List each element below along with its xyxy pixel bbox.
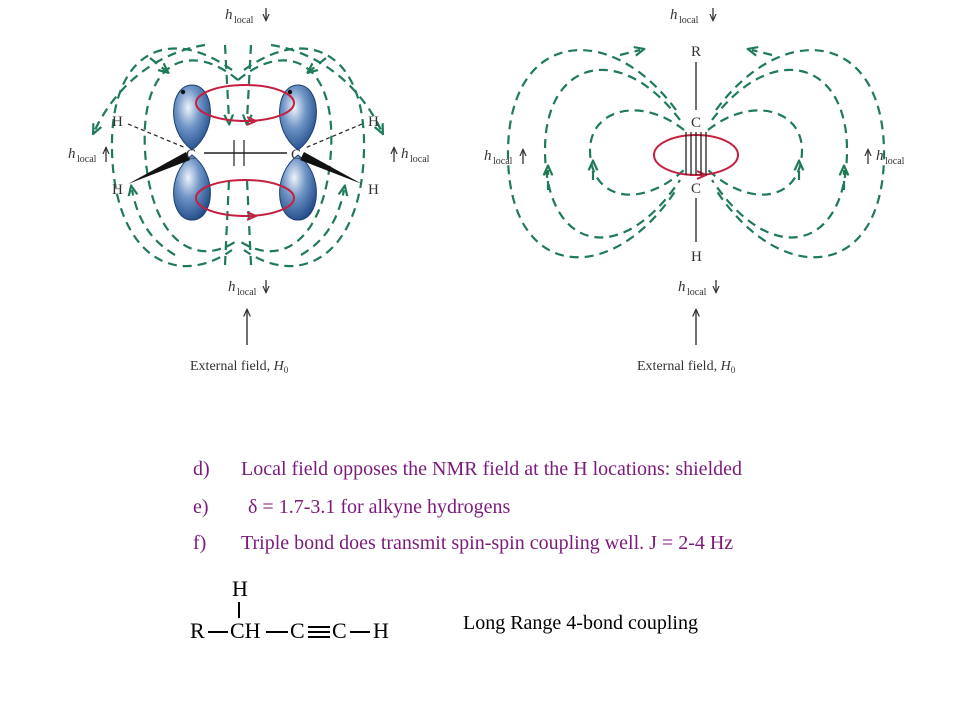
- alkyne-carbon-bottom: C: [691, 181, 701, 197]
- formula-c1: C: [290, 618, 305, 643]
- formula-ch: CH: [230, 618, 261, 643]
- formula-r: R: [190, 618, 205, 643]
- alkyne-h-local-left: h local: [484, 148, 523, 167]
- long-range-coupling-label: Long Range 4-bond coupling: [463, 612, 698, 634]
- alkene-h-top-left: H: [112, 114, 123, 130]
- local-subscript: local: [237, 287, 257, 298]
- alkene-diagram: C C H H H H h local h local h local h lo…: [68, 7, 430, 375]
- formula-h-top: H: [232, 576, 248, 601]
- alkyne-bonds: [685, 62, 707, 242]
- local-subscript: local: [234, 15, 254, 26]
- alkene-bonds: [127, 123, 363, 184]
- local-subscript: local: [679, 15, 699, 26]
- single-bond: [208, 631, 228, 633]
- coupling-structure-formula: H R CH C C H: [190, 576, 400, 646]
- h-symbol: h: [670, 7, 678, 23]
- local-subscript: local: [687, 287, 707, 298]
- alkene-carbon-left: C: [186, 147, 196, 163]
- h-symbol: h: [678, 279, 686, 295]
- local-subscript: local: [885, 156, 905, 167]
- local-subscript: local: [410, 154, 430, 165]
- alkyne-h-label: H: [691, 249, 702, 265]
- single-bond: [350, 631, 370, 633]
- alkene-current-loops: [195, 84, 295, 216]
- alkene-h-local-bottom: h local: [228, 279, 266, 298]
- formula-h-end: H: [373, 618, 389, 643]
- alkyne-diagram: R C C H h local h local h local h local …: [484, 7, 905, 375]
- alkene-h-local-left: h local: [68, 146, 106, 165]
- alkene-h-local-top: h local: [225, 7, 266, 26]
- alkene-field-lines: [95, 43, 381, 268]
- alkyne-r-label: R: [691, 44, 701, 60]
- h-symbol: h: [484, 148, 492, 164]
- h-symbol: h: [876, 148, 884, 164]
- list-text: Triple bond does transmit spin-spin coup…: [241, 532, 734, 554]
- triple-bond-line: [308, 626, 330, 628]
- triple-bond-line: [308, 636, 330, 638]
- h-symbol: h: [68, 146, 76, 162]
- h-symbol: h: [228, 279, 236, 295]
- local-subscript: local: [77, 154, 97, 165]
- list-text: δ = 1.7-3.1 for alkyne hydrogens: [248, 496, 511, 518]
- list-text: Local field opposes the NMR field at the…: [241, 458, 742, 480]
- alkene-h-bottom-left: H: [112, 182, 123, 198]
- vertical-bond: [238, 602, 240, 618]
- alkene-carbon-right: C: [291, 147, 301, 163]
- single-bond: [266, 631, 288, 633]
- list-marker: e): [193, 496, 209, 518]
- alkene-external-field-label: External field, H0: [190, 359, 289, 375]
- alkyne-h-local-bottom: h local: [678, 279, 716, 298]
- alkyne-field-lines: [506, 50, 886, 259]
- h-symbol: h: [401, 146, 409, 162]
- alkene-pi-orbitals: [173, 84, 317, 221]
- list-marker: f): [193, 532, 207, 554]
- alkene-h-top-right: H: [368, 114, 379, 130]
- nmr-anisotropy-diagrams: C C H H H H h local h local h local h lo…: [68, 7, 905, 375]
- list-marker: d): [193, 458, 210, 480]
- alkyne-h-local-right: h local: [868, 148, 905, 167]
- local-subscript: local: [493, 156, 513, 167]
- alkyne-h-local-top: h local: [670, 7, 713, 26]
- alkene-h-local-right: h local: [394, 146, 430, 165]
- h-symbol: h: [225, 7, 233, 23]
- alkyne-external-field-label: External field, H0: [637, 359, 736, 375]
- formula-c2: C: [332, 618, 347, 643]
- alkene-h-bottom-right: H: [368, 182, 379, 198]
- triple-bond-line: [308, 631, 330, 633]
- alkyne-carbon-top: C: [691, 115, 701, 131]
